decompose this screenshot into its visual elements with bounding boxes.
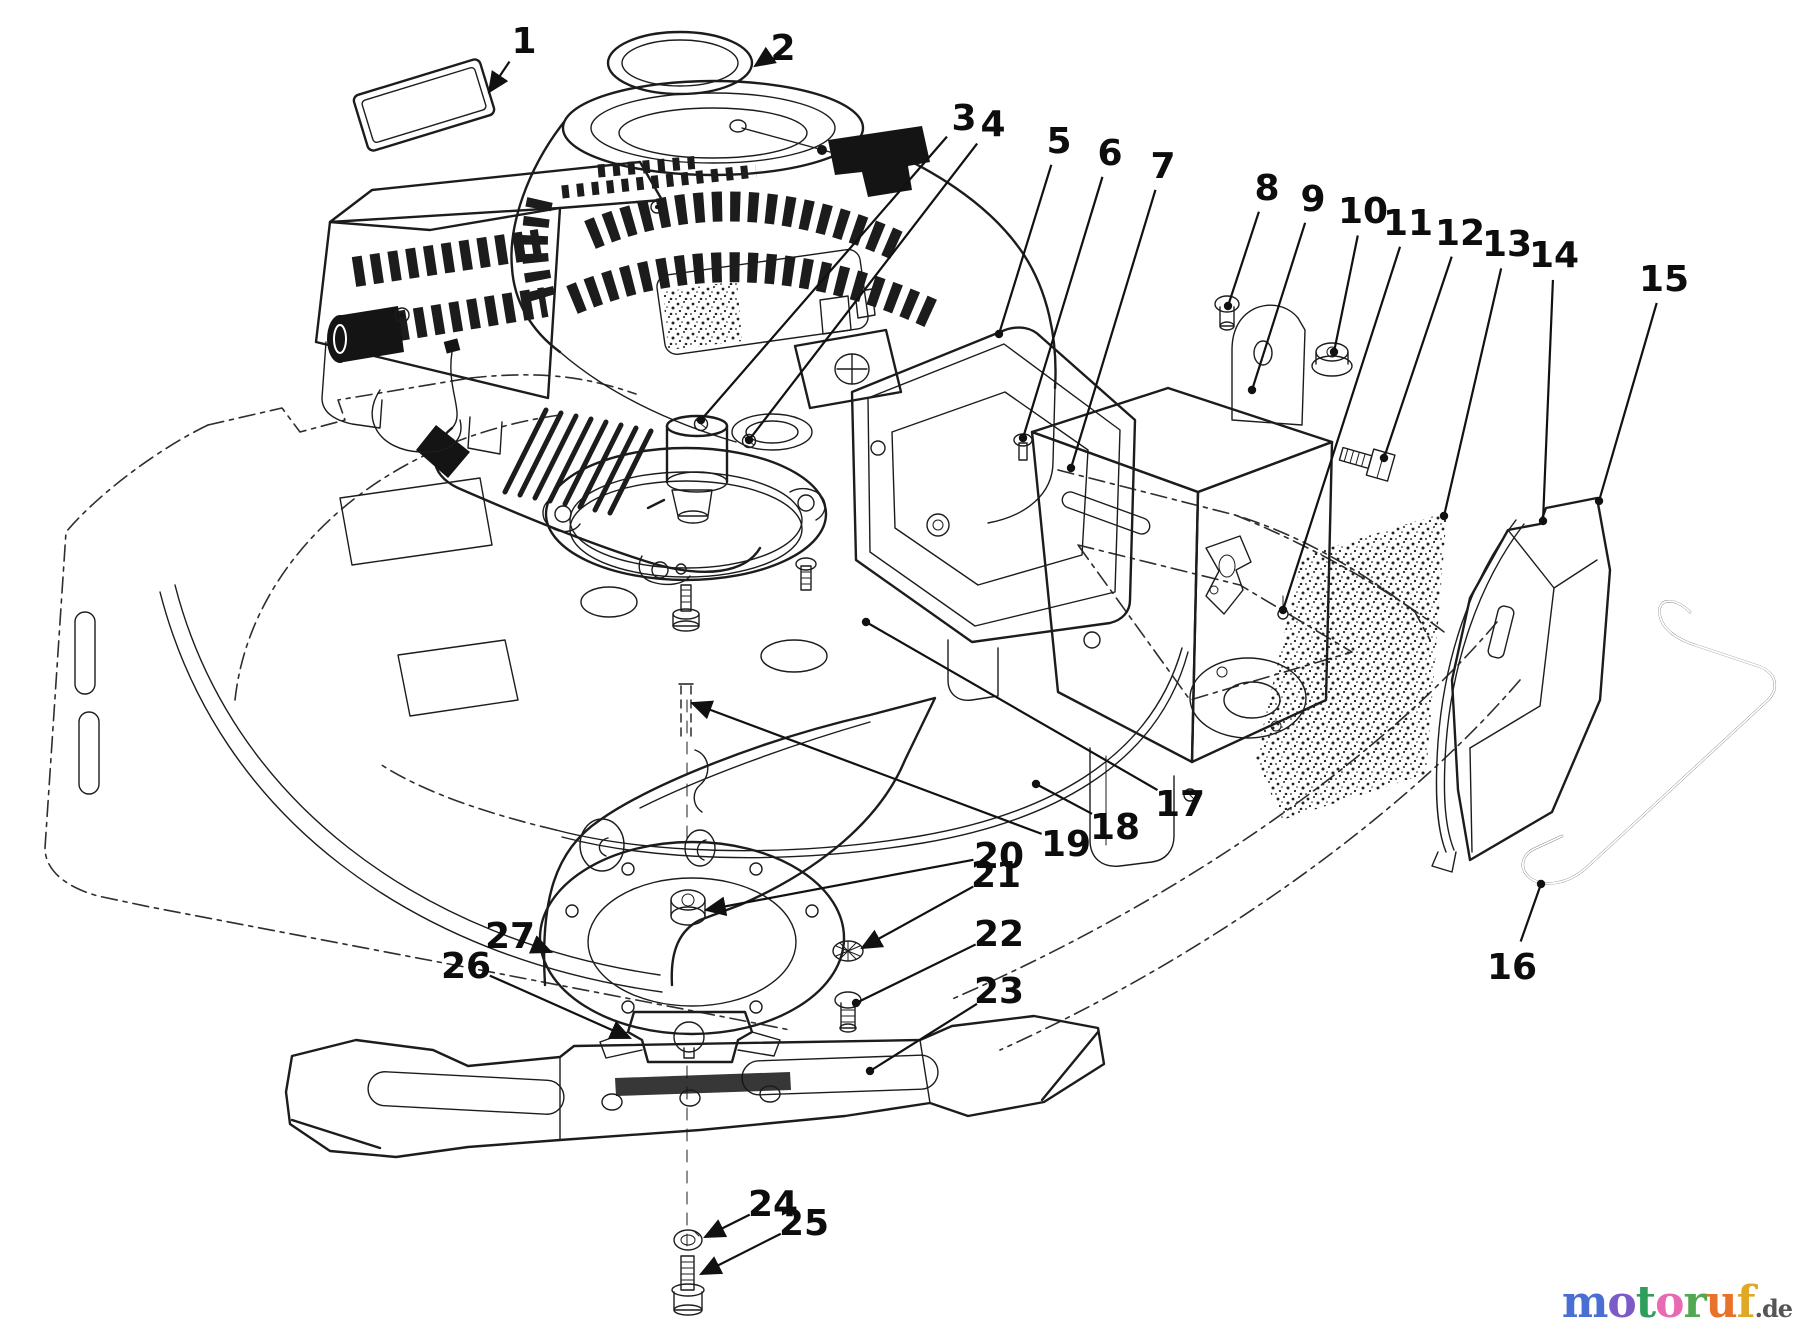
callout-number-13: 13	[1482, 224, 1532, 265]
watermark-letter: o	[1607, 1277, 1636, 1328]
watermark-letter: m	[1561, 1277, 1609, 1328]
callout-number-9: 9	[1300, 179, 1325, 220]
callout-27: 27	[485, 916, 554, 957]
carb-gasket	[1205, 535, 1252, 615]
callout-number-2: 2	[770, 28, 795, 69]
callout-26: 26	[441, 946, 633, 1040]
air-filter-element	[1256, 512, 1447, 820]
callout-5: 5	[994, 121, 1072, 339]
callout-2: 2	[753, 28, 796, 69]
callout-number-24: 24	[748, 1184, 798, 1225]
callout-23: 23	[865, 971, 1024, 1076]
star-washer	[832, 940, 864, 962]
callout-number-17: 17	[1155, 784, 1205, 825]
blade-bolt	[671, 1255, 705, 1316]
callout-6: 6	[1018, 133, 1123, 443]
callout-number-11: 11	[1383, 203, 1433, 244]
muffler-shroud	[314, 155, 757, 455]
callout-number-18: 18	[1090, 807, 1140, 848]
callout-number-26: 26	[441, 946, 491, 987]
callout-number-1: 1	[511, 21, 536, 62]
watermark-letter: t	[1635, 1277, 1656, 1328]
muffler-outlet	[327, 306, 410, 363]
starter-ring	[606, 30, 754, 96]
watermark-letter: f	[1736, 1277, 1756, 1328]
callout-17: 17	[861, 617, 1205, 825]
callout-number-25: 25	[779, 1203, 829, 1244]
callout-16: 16	[1487, 879, 1546, 988]
watermark-logo: motoruf.de	[1562, 1281, 1793, 1325]
callout-3: 3	[696, 98, 977, 425]
callout-22: 22	[851, 914, 1024, 1008]
callout-number-21: 21	[971, 855, 1021, 896]
callout-number-15: 15	[1639, 259, 1689, 300]
callout-number-7: 7	[1150, 146, 1175, 187]
callout-1: 1	[487, 21, 537, 94]
watermark-letter: u	[1705, 1277, 1738, 1328]
callout-13: 13	[1439, 224, 1532, 521]
callout-8: 8	[1223, 168, 1280, 311]
callout-number-16: 16	[1487, 947, 1537, 988]
callout-number-12: 12	[1435, 213, 1485, 254]
callout-24: 24	[703, 1184, 798, 1238]
callout-number-20: 20	[974, 836, 1024, 877]
callout-11: 11	[1278, 203, 1433, 615]
carburetor	[646, 281, 903, 524]
callout-number-4: 4	[980, 104, 1005, 145]
blade-assembly	[284, 699, 1106, 1316]
engine-mounting-plate	[542, 446, 828, 632]
cylinder-fins	[502, 407, 654, 516]
lock-washer	[673, 1229, 703, 1251]
callout-7: 7	[1066, 146, 1176, 473]
callout-number-23: 23	[974, 971, 1024, 1012]
callout-12: 12	[1379, 213, 1485, 463]
watermark-suffix: .de	[1754, 1294, 1793, 1323]
callout-4: 4	[744, 104, 1006, 445]
callout-9: 9	[1247, 179, 1326, 395]
callout-number-27: 27	[485, 916, 535, 957]
cap-screw	[1214, 295, 1240, 331]
name-plate	[352, 58, 496, 152]
callout-number-19: 19	[1041, 824, 1091, 865]
callout-number-6: 6	[1097, 133, 1122, 174]
callout-number-5: 5	[1046, 121, 1071, 162]
watermark-letter: o	[1655, 1277, 1684, 1328]
callout-25: 25	[699, 1203, 829, 1275]
engine-assembly	[314, 79, 1057, 632]
callout-number-10: 10	[1338, 191, 1388, 232]
air-cleaner-assembly	[555, 295, 1777, 885]
spark-plug-wire	[371, 338, 762, 573]
watermark-letter: r	[1683, 1277, 1706, 1328]
short-hex-bolt	[834, 991, 862, 1033]
callout-20: 20	[703, 836, 1024, 917]
callout-18: 18	[1031, 779, 1140, 848]
throttle-control	[729, 119, 930, 197]
callout-21: 21	[860, 855, 1021, 950]
callout-number-14: 14	[1529, 235, 1579, 276]
callout-number-3: 3	[951, 98, 976, 139]
callout-number-8: 8	[1254, 168, 1279, 209]
callout-10: 10	[1329, 191, 1388, 357]
mower-blade	[284, 1014, 1106, 1159]
callout-14: 14	[1529, 235, 1579, 526]
callout-15: 15	[1594, 259, 1689, 506]
callout-19: 19	[689, 700, 1091, 865]
callout-number-22: 22	[974, 914, 1024, 955]
air-cleaner-cover	[1431, 496, 1612, 873]
cover-handle-bail	[1521, 600, 1777, 885]
flange-nut	[1311, 342, 1353, 377]
